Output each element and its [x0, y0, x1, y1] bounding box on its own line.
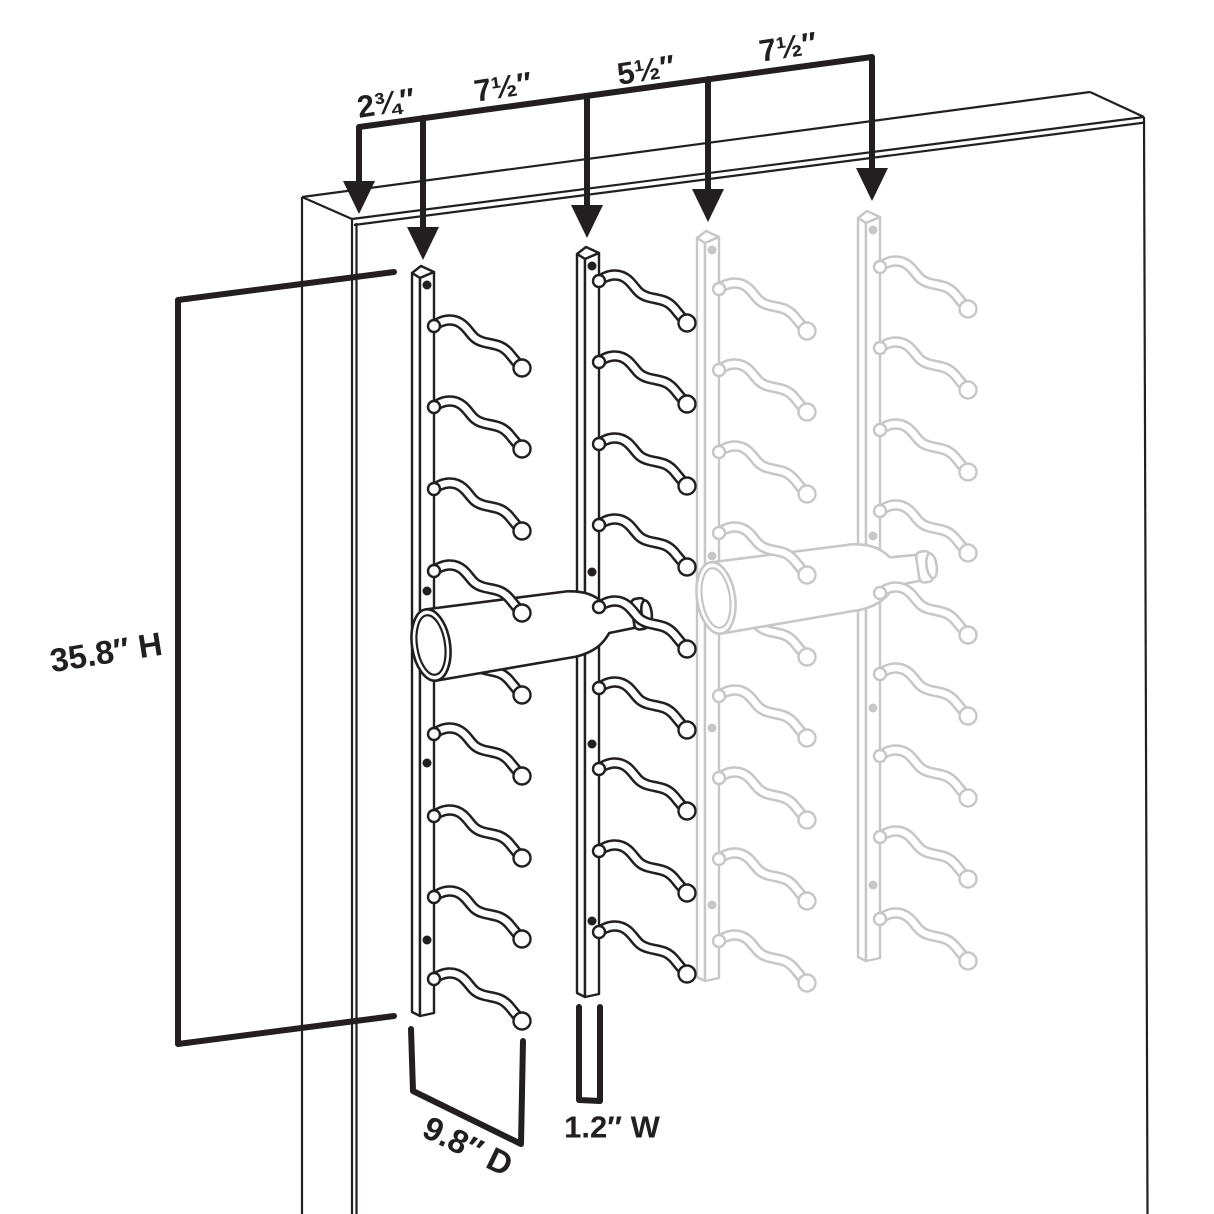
spacing-label-4: 7½″ [757, 25, 820, 69]
wall-top-right-bevel [1089, 91, 1145, 118]
height-dimension-lines [175, 269, 397, 1047]
bottle-prong [713, 364, 816, 421]
wall-top-left-bevel [301, 195, 353, 221]
bottle-prong [713, 446, 816, 503]
bottle-prong [593, 438, 696, 495]
wall-panel [300, 90, 1149, 1214]
wall-top-chamfer [353, 121, 1146, 227]
down-arrow-icon [571, 205, 603, 238]
bottle-prong [428, 320, 531, 377]
bottle-prong [428, 891, 531, 948]
bottle-prong [874, 913, 977, 970]
bottle-prong [874, 424, 977, 481]
width-bracket [576, 1004, 603, 1104]
depth-dimension: 9.8″ D [408, 1026, 526, 1183]
down-arrow-icon [343, 181, 375, 214]
bottle-prong [593, 356, 696, 413]
bottle-prong [593, 682, 696, 739]
bottle-prong [874, 668, 977, 725]
bottle-prong [428, 973, 531, 1030]
bottle-prong [428, 728, 531, 785]
bottle-prong [874, 831, 977, 888]
bottle-prong [713, 935, 816, 992]
height-label: 35.8″ H [47, 625, 164, 679]
bottle-prong [428, 483, 531, 540]
down-arrow-icon [856, 168, 888, 201]
bottle-prong [593, 519, 696, 576]
wall-front-left-edge [350, 219, 358, 1214]
wall-top-back-edge [301, 90, 1091, 199]
top-spacing-dimension: 2¾″ 7½″ 5½″ 7½″ [343, 25, 888, 260]
wall-right-edge [1142, 116, 1149, 1214]
wine-bottle [405, 575, 659, 685]
depth-bracket [408, 1026, 526, 1147]
width-label: 1.2″ W [564, 1110, 661, 1145]
bottle-prong-front [874, 587, 977, 644]
wall-top-front-edge [351, 115, 1145, 221]
bottle-prong [874, 750, 977, 807]
bottle-prong [713, 772, 816, 829]
bottle-prong [428, 401, 531, 458]
bottle-prong [593, 926, 696, 983]
bottle-prong [713, 690, 816, 747]
bottle-prong [593, 845, 696, 902]
ghost-rack-assembly [690, 209, 977, 992]
rack-assembly [405, 245, 696, 1030]
down-arrow-icon [407, 227, 439, 260]
bottle-prong [874, 261, 977, 318]
spacing-dimension-lines [356, 54, 875, 232]
bottle-prong [713, 283, 816, 340]
down-arrow-icon [692, 189, 724, 222]
bottle-prong [593, 275, 696, 332]
bottle-prong [428, 810, 531, 867]
bottle-prong [593, 763, 696, 820]
bottle-prong [874, 342, 977, 399]
bottle-prong [713, 853, 816, 910]
width-dimension: 1.2″ W [564, 1004, 661, 1145]
height-dimension: 35.8″ H [47, 269, 397, 1047]
